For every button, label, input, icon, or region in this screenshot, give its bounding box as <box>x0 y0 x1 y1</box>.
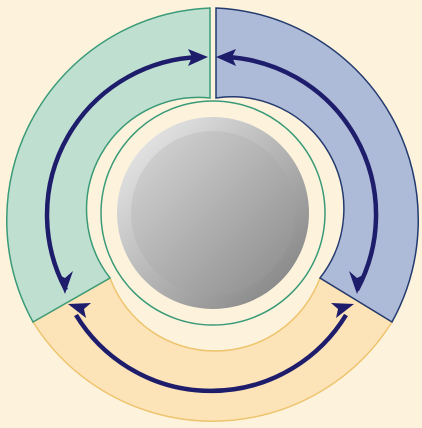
center-disc-inner <box>131 131 295 295</box>
